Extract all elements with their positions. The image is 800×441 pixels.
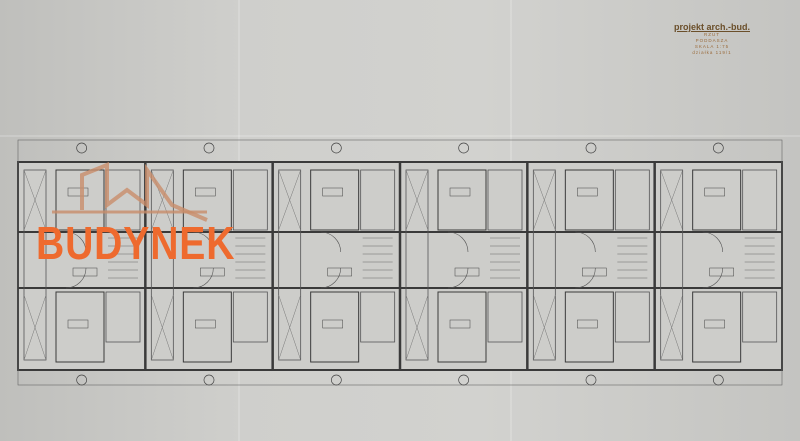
room-label <box>200 267 225 277</box>
room-label <box>704 319 725 329</box>
dimension-frame <box>17 139 783 386</box>
room <box>105 291 141 343</box>
door-swing <box>575 231 596 253</box>
axis-marker <box>585 374 597 386</box>
roof-slope-zone <box>660 169 684 361</box>
hatch <box>405 294 429 361</box>
hatch <box>405 169 429 231</box>
room-label <box>709 267 734 277</box>
hatch <box>660 294 683 361</box>
hatch <box>533 294 556 361</box>
room <box>564 291 614 363</box>
door-swing <box>702 231 723 253</box>
axis-marker <box>712 374 724 386</box>
hatch <box>278 169 301 231</box>
axis-marker <box>76 374 88 386</box>
room-label <box>72 267 98 277</box>
room-label <box>195 319 216 329</box>
project-title: projekt arch.-bud. <box>673 22 750 32</box>
axis-marker <box>203 142 215 154</box>
room-label <box>449 319 471 329</box>
room <box>55 169 105 231</box>
door-swing <box>702 267 723 289</box>
door-swing <box>193 231 214 253</box>
room <box>437 169 487 231</box>
title-line: działka 119/1 <box>692 50 732 55</box>
door-swing <box>447 267 469 289</box>
room <box>310 169 360 231</box>
room <box>487 291 523 343</box>
logo-house-icon <box>52 162 208 222</box>
room <box>742 169 778 231</box>
axis-marker <box>76 142 88 154</box>
door-swing <box>193 267 214 289</box>
room <box>692 291 742 363</box>
door-swing <box>447 231 469 253</box>
door-swing <box>320 231 341 253</box>
hatch <box>533 169 556 231</box>
room-label <box>577 187 598 197</box>
room <box>614 291 650 343</box>
room-label <box>322 319 343 329</box>
roof-slope-zone <box>23 169 47 361</box>
roof-slope-zone <box>278 169 302 361</box>
room <box>487 169 523 231</box>
hatch <box>23 294 47 361</box>
title-line: RZUT <box>704 32 720 37</box>
axis-marker <box>330 374 342 386</box>
axis-marker <box>458 142 470 154</box>
room-label <box>454 267 480 277</box>
hatch <box>151 169 174 231</box>
room <box>692 169 742 231</box>
hatch <box>151 294 174 361</box>
door-swing <box>65 231 87 253</box>
room <box>232 169 268 231</box>
axis-marker <box>458 374 470 386</box>
room-label <box>449 187 471 197</box>
room <box>742 291 778 343</box>
roof-slope-zone <box>532 169 556 361</box>
watermark-logo: BUDYNEK <box>36 217 236 269</box>
room-label <box>577 319 598 329</box>
room <box>360 169 396 231</box>
room-label <box>704 187 725 197</box>
room-label <box>582 267 607 277</box>
hatch <box>278 294 301 361</box>
room <box>614 169 650 231</box>
room-label <box>322 187 343 197</box>
door-swing <box>575 267 596 289</box>
axis-marker <box>203 374 215 386</box>
roof-slope-zone <box>150 169 174 361</box>
room <box>182 291 232 363</box>
axis-marker <box>712 142 724 154</box>
room <box>232 291 268 343</box>
door-swing <box>320 267 341 289</box>
room <box>182 169 232 231</box>
axis-marker <box>585 142 597 154</box>
room-label <box>67 319 89 329</box>
paper-fold <box>0 135 800 137</box>
title-line: PODDASZA <box>695 38 729 43</box>
room <box>310 291 360 363</box>
room-label <box>327 267 352 277</box>
door-swing <box>65 267 87 289</box>
room <box>360 291 396 343</box>
room-label <box>67 187 89 197</box>
room-label <box>195 187 216 197</box>
hatch <box>660 169 683 231</box>
roof-slope-zone <box>405 169 429 361</box>
title-block: projekt arch.-bud. RZUT PODDASZA SKALA 1… <box>652 22 772 56</box>
title-line: SKALA 1:75 <box>694 44 730 49</box>
hatch <box>23 169 47 231</box>
axis-marker <box>330 142 342 154</box>
room <box>437 291 487 363</box>
room <box>55 291 105 363</box>
room <box>564 169 614 231</box>
